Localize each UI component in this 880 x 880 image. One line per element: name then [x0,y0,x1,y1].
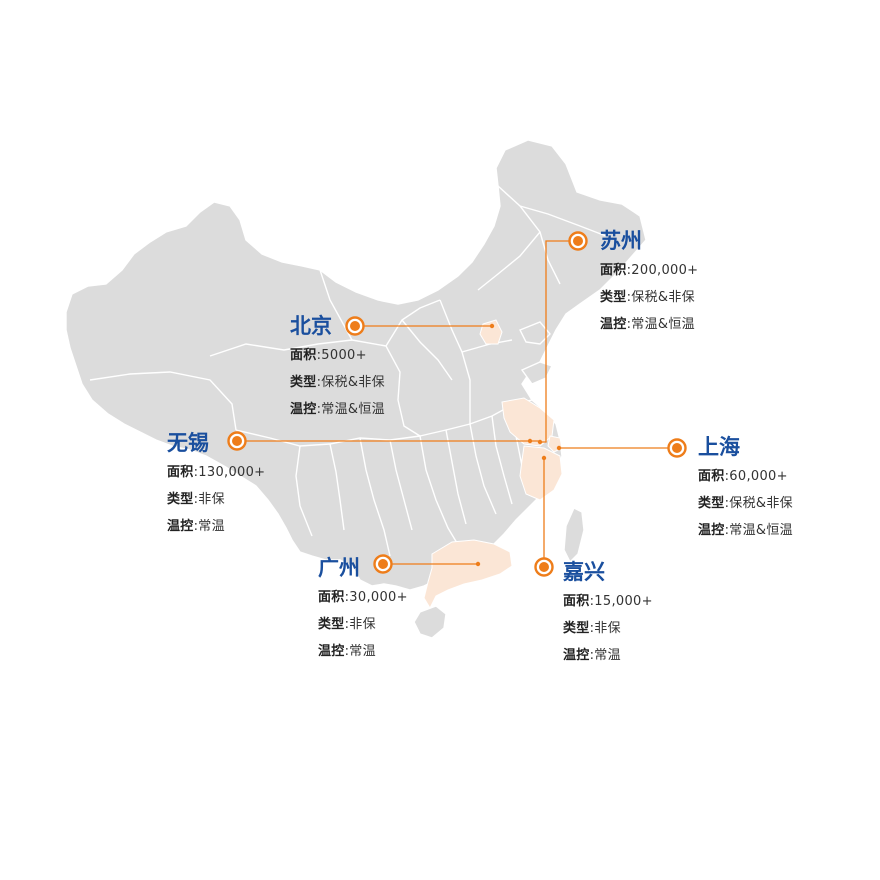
info-row-temp: 温控:常温&恒温 [600,317,695,332]
info-row-type: 类型:非保 [167,492,225,507]
endpoint-dot-shanghai [556,445,562,451]
info-row-type: 类型:保税&非保 [600,290,695,305]
info-row-type: 类型:非保 [563,621,621,636]
china-mainland [65,139,647,591]
shandong-peninsula [520,361,553,385]
endpoint-dot-jiaxing [541,455,547,461]
city-card-guangzhou: 广州 面积:30,000+ 类型:非保 温控:常温 [318,556,408,665]
info-row-area: 面积:30,000+ [318,590,408,605]
city-card-beijing: 北京 面积:5000+ 类型:保税&非保 温控:常温&恒温 [290,314,385,423]
hainan-island [413,605,447,639]
city-name-beijing: 北京 [290,314,332,338]
liaodong-peninsula [519,321,551,345]
leader-lines [237,240,677,567]
info-row-area: 面积:5000+ [290,348,367,363]
city-name-guangzhou: 广州 [318,556,360,580]
info-row-temp: 温控:常温 [563,648,621,663]
info-row-temp: 温控:常温&恒温 [290,402,385,417]
endpoint-dot-suzhou [537,439,543,445]
marker-jiaxing-icon[interactable] [534,557,554,577]
info-row-temp: 温控:常温 [318,644,376,659]
endpoint-dots [475,323,562,567]
info-row-type: 类型:非保 [318,617,376,632]
info-row-area: 面积:15,000+ [563,594,653,609]
endpoint-dot-beijing [489,323,495,329]
info-row-temp: 温控:常温&恒温 [698,523,793,538]
marker-beijing-icon[interactable] [345,316,365,336]
highlighted-regions [423,319,563,610]
info-row-area: 面积:60,000+ [698,469,788,484]
city-card-shanghai: 上海 面积:60,000+ 类型:保税&非保 温控:常温&恒温 [698,435,793,544]
city-name-wuxi: 无锡 [167,431,209,455]
marker-guangzhou-icon[interactable] [373,554,393,574]
info-row-area: 面积:200,000+ [600,263,699,278]
taiwan-island [563,507,585,564]
region-zhejiang [519,445,563,501]
info-row-area: 面积:130,000+ [167,465,266,480]
region-guangdong [423,539,513,610]
marker-suzhou-icon[interactable] [568,231,588,251]
city-card-jiaxing: 嘉兴 面积:15,000+ 类型:非保 温控:常温 [563,560,653,669]
city-name-jiaxing: 嘉兴 [563,560,605,584]
endpoint-dot-guangzhou [475,561,481,567]
marker-shanghai-icon[interactable] [667,438,687,458]
info-row-type: 类型:保税&非保 [698,496,793,511]
city-card-wuxi: 无锡 面积:130,000+ 类型:非保 温控:常温 [167,431,265,540]
leader-line-suzhou [540,240,578,443]
info-row-type: 类型:保税&非保 [290,375,385,390]
marker-wuxi-icon[interactable] [227,431,247,451]
province-borders [89,185,607,557]
endpoint-dot-wuxi [527,438,533,444]
city-markers [227,231,687,577]
city-name-suzhou: 苏州 [600,229,642,253]
city-name-shanghai: 上海 [698,435,740,459]
city-card-suzhou: 苏州 面积:200,000+ 类型:保税&非保 温控:常温&恒温 [600,229,698,338]
info-row-temp: 温控:常温 [167,519,225,534]
